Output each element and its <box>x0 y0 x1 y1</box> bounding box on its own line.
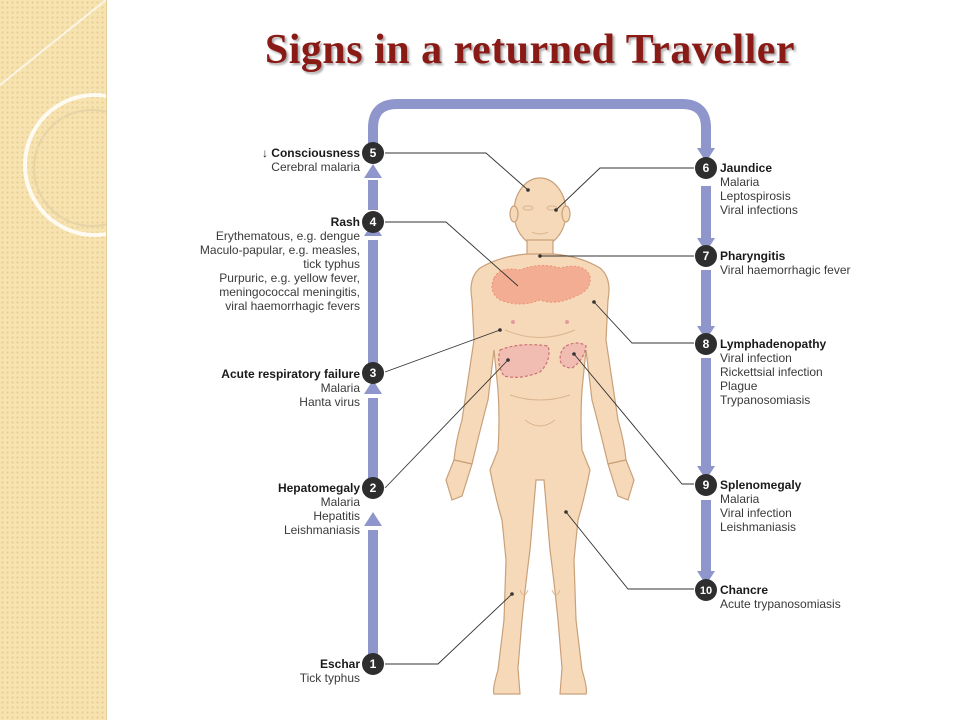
badge-6: 6 <box>695 157 717 179</box>
sign-label-consciousness: ↓ Consciousness Cerebral malaria <box>262 146 360 174</box>
sign-label-rash: Rash Erythematous, e.g. dengue Maculo-pa… <box>200 215 360 313</box>
sign-label-chancre: Chancre Acute trypanosomiasis <box>720 583 841 611</box>
sign-name: Jaundice <box>720 161 773 175</box>
sign-detail: Malaria Hanta virus <box>299 381 360 409</box>
sign-name: Hepatomegaly <box>277 481 360 495</box>
sign-detail: Erythematous, e.g. dengue Maculo-papular… <box>199 229 360 313</box>
sign-detail: Viral haemorrhagic fever <box>720 263 851 277</box>
figure-contours <box>504 205 576 596</box>
badge-2: 2 <box>362 477 384 499</box>
human-figure <box>445 177 635 695</box>
sign-label-pharyngitis: Pharyngitis Viral haemorrhagic fever <box>720 249 851 277</box>
leader-dots <box>498 188 596 596</box>
sign-name: Chancre <box>720 583 769 597</box>
leader-lines <box>384 152 694 665</box>
badge-8: 8 <box>695 333 717 355</box>
sign-detail: Malaria Leptospirosis Viral infections <box>720 175 798 217</box>
badge-6-number: 6 <box>703 161 710 175</box>
badge-2-number: 2 <box>370 481 377 495</box>
sign-detail: Viral infection Rickettsial infection Pl… <box>720 351 823 407</box>
sign-name: Eschar <box>319 657 360 671</box>
sign-name: Acute respiratory failure <box>221 367 360 381</box>
sign-label-eschar: Eschar Tick typhus <box>300 657 360 685</box>
liver-outline <box>498 344 550 378</box>
sign-name: Lymphadenopathy <box>720 337 827 351</box>
badge-1-number: 1 <box>370 657 377 671</box>
sign-label-lymphadenopathy: Lymphadenopathy Viral infection Ricketts… <box>720 337 826 407</box>
badge-7-number: 7 <box>703 249 710 263</box>
sign-detail: Malaria Hepatitis Leishmaniasis <box>283 495 360 537</box>
badge-4: 4 <box>362 211 384 233</box>
sign-label-respiratory-failure: Acute respiratory failure Malaria Hanta … <box>221 367 360 409</box>
badge-3-number: 3 <box>370 366 377 380</box>
sign-label-splenomegaly: Splenomegaly Malaria Viral infection Lei… <box>720 478 801 534</box>
badge-7: 7 <box>695 245 717 267</box>
badge-5: 5 <box>362 142 384 164</box>
sign-name: Splenomegaly <box>720 478 802 492</box>
number-badges: 1 2 3 4 5 6 7 8 9 10 <box>362 142 717 675</box>
decorative-side-panel <box>0 0 167 720</box>
badge-5-number: 5 <box>370 146 377 160</box>
sign-label-hepatomegaly: Hepatomegaly Malaria Hepatitis Leishmani… <box>278 481 360 537</box>
badge-3: 3 <box>362 362 384 384</box>
badge-4-number: 4 <box>370 215 377 229</box>
badge-10-number: 10 <box>700 585 712 597</box>
spleen-outline <box>559 342 587 369</box>
sign-detail: Acute trypanosomiasis <box>720 597 841 611</box>
sign-detail: Tick typhus <box>299 671 360 685</box>
flow-arrows <box>368 99 711 655</box>
sign-name: Consciousness <box>271 146 360 160</box>
sign-name: Rash <box>330 215 360 229</box>
sign-detail: Malaria Viral infection Leishmaniasis <box>720 492 797 534</box>
badge-9-number: 9 <box>703 478 710 492</box>
badge-10: 10 <box>695 579 717 601</box>
sign-detail: Cerebral malaria <box>271 160 360 174</box>
decrease-arrow-icon: ↓ <box>261 146 268 160</box>
sign-label-jaundice: Jaundice Malaria Leptospirosis Viral inf… <box>720 161 798 217</box>
sign-name: Pharyngitis <box>720 249 786 263</box>
badge-8-number: 8 <box>703 337 710 351</box>
rash-area <box>491 264 591 305</box>
badge-1: 1 <box>362 653 384 675</box>
slide-title: Signs in a returned Traveller <box>264 27 796 73</box>
badge-9: 9 <box>695 474 717 496</box>
